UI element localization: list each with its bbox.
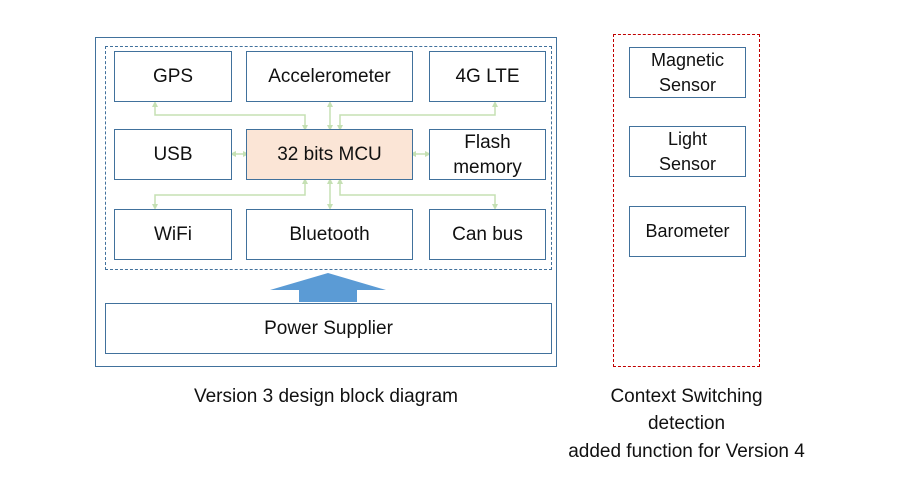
barometer-block: Barometer bbox=[629, 206, 746, 257]
power-supplier-block: Power Supplier bbox=[105, 303, 552, 354]
v3-module-frame bbox=[105, 46, 552, 270]
usb-block: USB bbox=[114, 129, 232, 180]
canbus-block: Can bus bbox=[429, 209, 546, 260]
context-switching-frame bbox=[613, 34, 760, 367]
wifi-mcu-connector bbox=[152, 178, 308, 210]
light-sensor-block: Light Sensor bbox=[629, 126, 746, 177]
canbus-mcu-connector bbox=[337, 178, 498, 210]
gps-mcu-connector bbox=[152, 101, 308, 131]
mcu-block: 32 bits MCU bbox=[246, 129, 413, 180]
v4-caption-line2: detection bbox=[647, 413, 726, 434]
gps-block: GPS bbox=[114, 51, 232, 102]
flash-memory-block: Flash memory bbox=[429, 129, 546, 180]
v4-caption-line3: added function for Version 4 bbox=[568, 441, 805, 462]
bluetooth-block: Bluetooth bbox=[246, 209, 413, 260]
power-arrow bbox=[270, 273, 386, 302]
wifi-block: WiFi bbox=[114, 209, 232, 260]
v3-outer-frame bbox=[95, 37, 557, 367]
v4-caption-line1: Context Switching bbox=[610, 386, 763, 407]
v3-caption: Version 3 design block diagram bbox=[193, 386, 459, 407]
magnetic-sensor-block: Magnetic Sensor bbox=[629, 47, 746, 98]
accelerometer-block: Accelerometer bbox=[246, 51, 413, 102]
lte-mcu-connector bbox=[337, 101, 498, 131]
lte-block: 4G LTE bbox=[429, 51, 546, 102]
